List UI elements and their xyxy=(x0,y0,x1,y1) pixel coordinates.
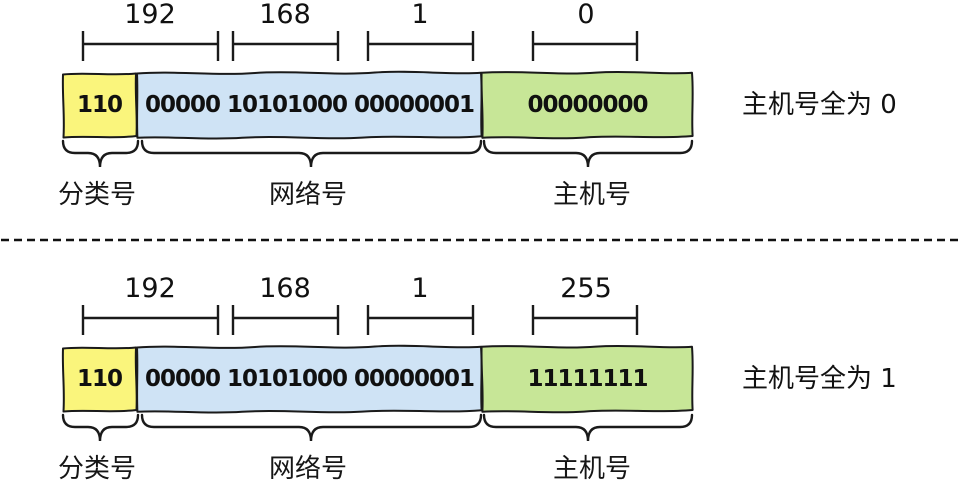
ruler-marks xyxy=(81,305,639,335)
class-bits: 110 xyxy=(76,92,123,118)
class-field-label: 分类号 xyxy=(57,454,137,484)
ruler-value-1: 1 xyxy=(411,0,429,30)
underbraces xyxy=(61,139,694,168)
host-field-label: 主机号 xyxy=(552,180,632,210)
class-field-label: 分类号 xyxy=(57,180,137,210)
ruler-value-192: 192 xyxy=(124,273,176,304)
diagram-host-all-ones: 192 168 1 255 110 00000 10101000 0000000… xyxy=(0,274,963,494)
host-bits: 11111111 xyxy=(527,366,648,392)
ruler-value-168: 168 xyxy=(259,273,311,304)
ruler-value-168: 168 xyxy=(259,0,311,30)
ruler-value-1: 1 xyxy=(411,273,429,304)
diagram-graphics xyxy=(61,305,694,442)
ruler-value-host: 255 xyxy=(560,273,612,304)
host-all-ones-note: 主机号全为 1 xyxy=(742,364,897,394)
network-field-label: 网络号 xyxy=(268,454,348,484)
host-field-label: 主机号 xyxy=(552,454,632,484)
network-bits: 00000 10101000 00000001 xyxy=(144,366,475,392)
ruler-value-192: 192 xyxy=(124,0,176,30)
class-bits: 110 xyxy=(76,366,123,392)
host-field-box xyxy=(480,344,694,414)
underbraces xyxy=(61,413,694,442)
diagram-graphics xyxy=(61,31,694,168)
diagram-host-all-zeros: 192 168 1 0 110 00000 10101000 00000001 … xyxy=(0,0,963,220)
ruler-marks xyxy=(81,31,639,61)
host-field-box xyxy=(480,70,694,140)
ruler-value-host: 0 xyxy=(577,0,595,30)
network-field-label: 网络号 xyxy=(268,180,348,210)
network-bits: 00000 10101000 00000001 xyxy=(144,92,475,118)
dashed-divider xyxy=(1,238,962,242)
host-all-zeros-note: 主机号全为 0 xyxy=(742,90,897,120)
host-bits: 00000000 xyxy=(527,92,648,118)
